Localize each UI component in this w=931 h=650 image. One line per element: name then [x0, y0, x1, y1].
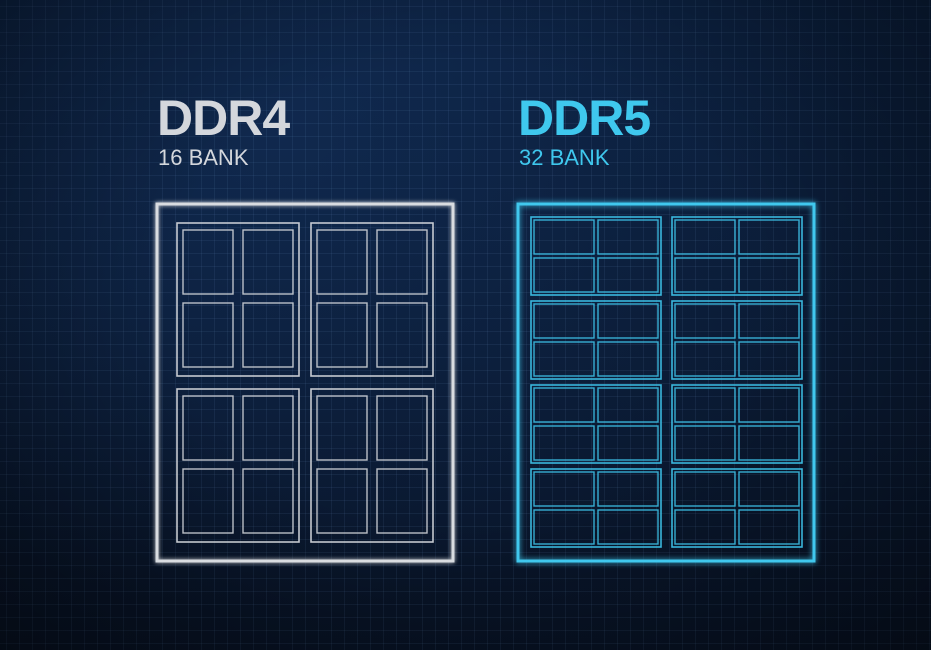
ddr5-bank: [597, 303, 659, 339]
ddr5-bank: [533, 387, 595, 423]
ddr5-chip: [516, 202, 816, 563]
ddr4-bank: [182, 468, 234, 534]
ddr5-bank: [533, 219, 595, 255]
ddr5-bank: [597, 257, 659, 293]
ddr5-bank-group: [671, 216, 803, 296]
ddr4-title: DDR4: [157, 90, 290, 146]
ddr4-bank: [182, 395, 234, 461]
ddr5-bank: [674, 425, 736, 461]
ddr4-bank: [316, 229, 368, 295]
ddr4-bank: [376, 468, 428, 534]
ddr5-bank: [597, 425, 659, 461]
ddr5-bank: [738, 219, 800, 255]
ddr5-bank: [674, 257, 736, 293]
ddr4-bank: [316, 302, 368, 368]
ddr4-bank: [376, 302, 428, 368]
ddr4-bank: [376, 229, 428, 295]
ddr4-bank: [242, 468, 294, 534]
ddr4-bank: [182, 229, 234, 295]
ddr5-bank-group: [671, 300, 803, 380]
ddr5-bank-group: [671, 468, 803, 548]
ddr4-bank: [242, 229, 294, 295]
ddr5-bank: [738, 341, 800, 377]
ddr5-bank: [738, 257, 800, 293]
ddr5-bank: [738, 509, 800, 545]
ddr5-bank: [533, 257, 595, 293]
ddr5-bank: [597, 509, 659, 545]
ddr5-chip-outline: [516, 202, 816, 563]
ddr5-bank: [533, 341, 595, 377]
ddr5-bank: [674, 219, 736, 255]
ddr4-bank: [376, 395, 428, 461]
ddr5-title: DDR5: [518, 90, 651, 146]
ddr4-chip: [155, 202, 455, 563]
ddr5-bank: [597, 471, 659, 507]
ddr5-bank: [674, 303, 736, 339]
ddr4-chip-outline: [155, 202, 455, 563]
ddr4-bank: [316, 395, 368, 461]
ddr5-bank: [533, 471, 595, 507]
ddr5-bank-group: [530, 216, 662, 296]
ddr5-bank-group: [530, 300, 662, 380]
ddr4-bank: [316, 468, 368, 534]
ddr5-bank: [674, 341, 736, 377]
ddr5-bank-group: [530, 384, 662, 464]
ddr5-bank: [674, 387, 736, 423]
ddr5-bank: [597, 387, 659, 423]
ddr5-bank: [533, 303, 595, 339]
ddr5-bank-group: [530, 468, 662, 548]
ddr5-bank: [533, 425, 595, 461]
ddr5-bank: [674, 471, 736, 507]
ddr5-bank: [738, 303, 800, 339]
ddr5-bank: [597, 219, 659, 255]
ddr4-bank-group: [310, 222, 434, 377]
ddr5-bank: [738, 387, 800, 423]
ddr4-bank-group: [176, 222, 300, 377]
ddr4-bank: [242, 302, 294, 368]
ddr5-subtitle: 32 BANK: [519, 145, 610, 170]
ddr5-bank: [738, 425, 800, 461]
ddr5-bank: [597, 341, 659, 377]
ddr5-bank: [738, 471, 800, 507]
ddr4-subtitle: 16 BANK: [158, 145, 249, 170]
ddr4-bank-group: [310, 388, 434, 543]
ddr4-bank: [242, 395, 294, 461]
ddr5-bank: [533, 509, 595, 545]
ddr5-bank-group: [671, 384, 803, 464]
ddr4-bank-group: [176, 388, 300, 543]
ddr4-bank: [182, 302, 234, 368]
ddr5-bank: [674, 509, 736, 545]
